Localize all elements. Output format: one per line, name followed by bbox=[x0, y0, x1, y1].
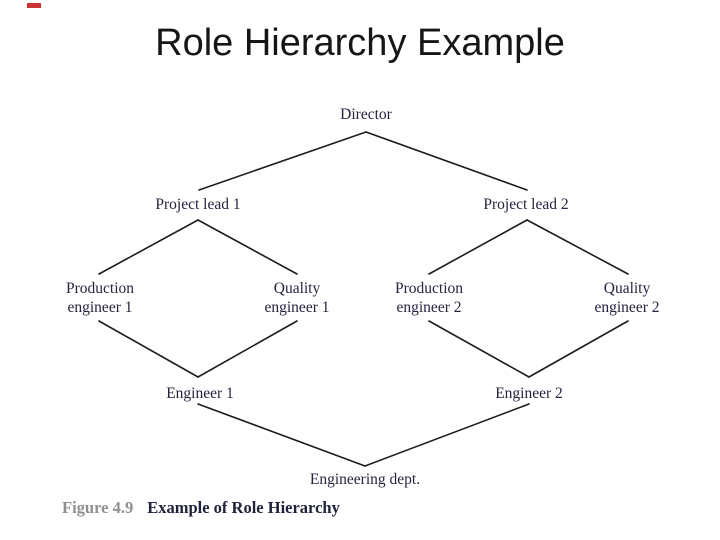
edge-quality-engineer-2-engineer-2 bbox=[528, 320, 629, 378]
edge-quality-engineer-1-engineer-1 bbox=[197, 320, 298, 378]
node-project-lead-1: Project lead 1 bbox=[155, 196, 241, 213]
edge-production-engineer-2-engineer-2 bbox=[428, 320, 530, 378]
red-accent-mark bbox=[27, 3, 41, 8]
edge-project-lead-2-quality-engineer-2 bbox=[526, 219, 629, 275]
node-engineering-dept: Engineering dept. bbox=[309, 471, 421, 488]
edge-project-lead-1-quality-engineer-1 bbox=[197, 219, 298, 275]
edge-project-lead-1-production-engineer-1 bbox=[98, 219, 199, 275]
figure-caption: Figure 4.9 Example of Role Hierarchy bbox=[62, 498, 340, 518]
edge-director-project-lead-2 bbox=[365, 131, 528, 191]
node-production-engineer-1: Production engineer 1 bbox=[65, 280, 135, 316]
node-engineer-2: Engineer 2 bbox=[495, 385, 563, 402]
edge-director-project-lead-1 bbox=[198, 131, 367, 191]
figure-number-label: Figure 4.9 bbox=[62, 498, 134, 517]
figure-caption-text: Example of Role Hierarchy bbox=[147, 498, 340, 517]
node-engineer-1: Engineer 1 bbox=[166, 385, 234, 402]
node-quality-engineer-1: Quality engineer 1 bbox=[264, 280, 330, 316]
edge-project-lead-2-production-engineer-2 bbox=[428, 219, 528, 275]
edge-engineer-1-engineering-dept bbox=[197, 403, 366, 467]
node-quality-engineer-2: Quality engineer 2 bbox=[594, 280, 660, 316]
edge-engineer-2-engineering-dept bbox=[364, 403, 530, 467]
slide-title: Role Hierarchy Example bbox=[155, 22, 565, 64]
node-project-lead-2: Project lead 2 bbox=[483, 196, 569, 213]
node-director: Director bbox=[340, 106, 392, 123]
edge-production-engineer-1-engineer-1 bbox=[98, 320, 199, 378]
node-production-engineer-2: Production engineer 2 bbox=[394, 280, 464, 316]
